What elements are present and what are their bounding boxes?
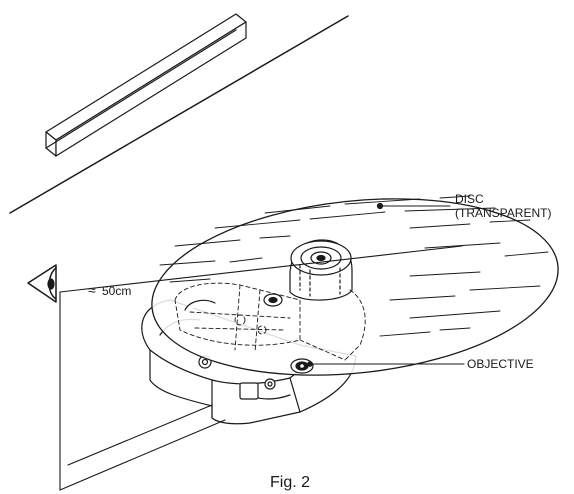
rod-bar	[45, 13, 247, 157]
objective-lens	[290, 358, 314, 374]
disc-texture	[159, 195, 549, 337]
figure-caption: Fig. 2	[270, 474, 311, 491]
distance-label: 50cm	[102, 284, 132, 298]
eye-icon	[27, 264, 57, 303]
objective-label: OBJECTIVE	[467, 357, 534, 371]
disc-label-line2: (TRANSPARENT)	[455, 206, 552, 220]
sight-line	[59, 245, 463, 293]
disc-leader-dot	[376, 202, 384, 210]
objective-leader-dot	[307, 361, 313, 367]
dimension-bracket	[59, 291, 226, 491]
mechanism-parts	[184, 293, 283, 311]
table-edge-line	[9, 15, 349, 214]
hidden-mechanism	[174, 282, 366, 361]
disc	[151, 198, 559, 376]
disc-label-line1: DISC	[455, 192, 484, 206]
distance-approx-symbol: ≈	[88, 282, 96, 298]
spindle-motor	[289, 239, 353, 301]
